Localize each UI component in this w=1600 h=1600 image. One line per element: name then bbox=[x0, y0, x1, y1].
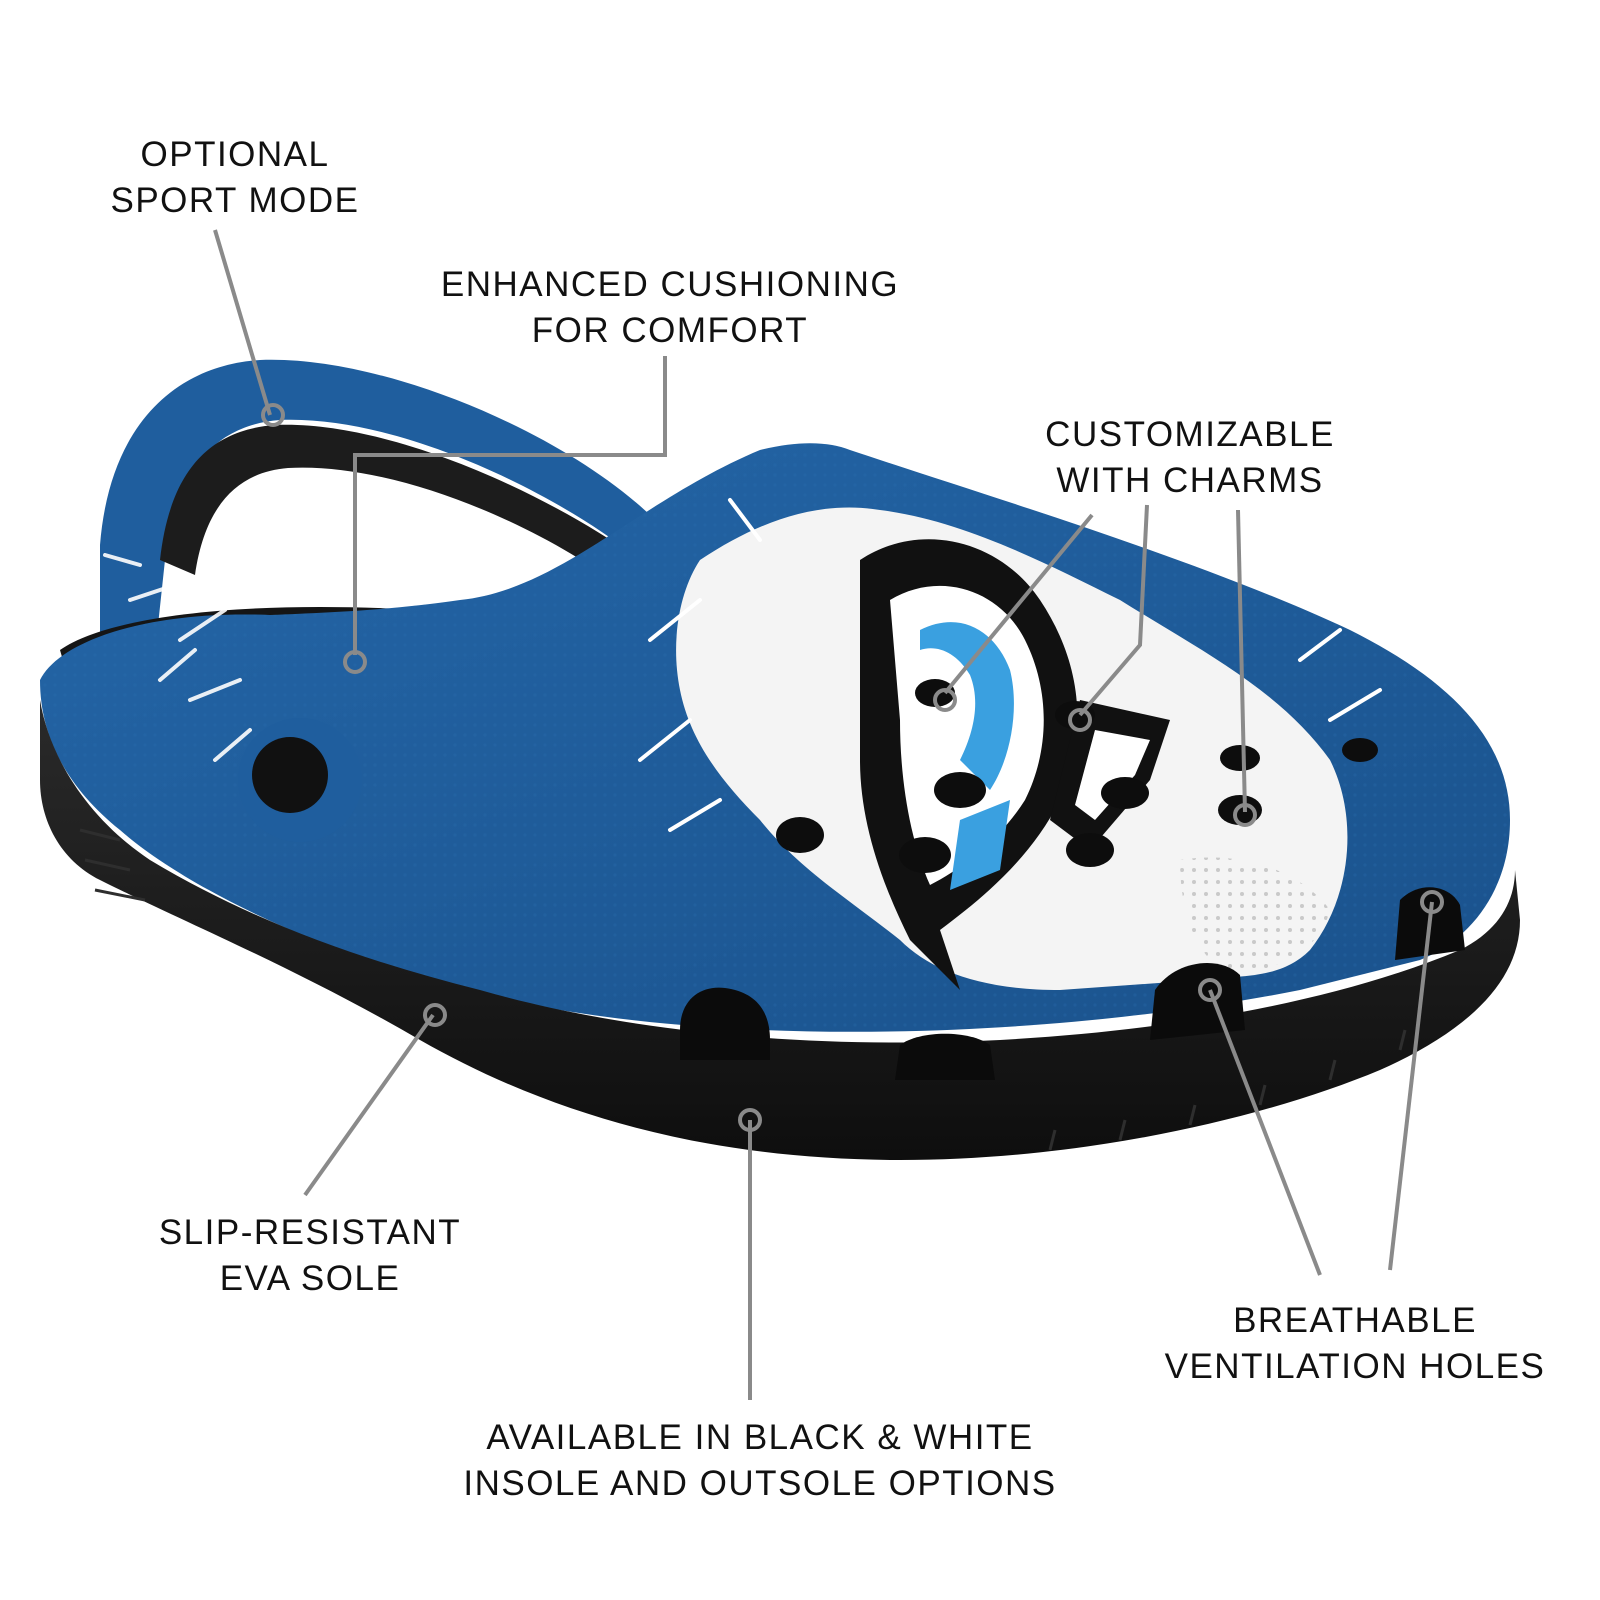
callout-sole: SLIP-RESISTANT EVA SOLE bbox=[140, 1210, 480, 1302]
heel-strap bbox=[100, 359, 650, 700]
dot-charms-3 bbox=[1233, 803, 1257, 827]
callout-cushioning-line1: ENHANCED CUSHIONING bbox=[440, 265, 900, 304]
dot-ventilation-2 bbox=[1420, 890, 1444, 914]
dot-ventilation-1 bbox=[1198, 978, 1222, 1002]
callout-cushioning-line2: FOR COMFORT bbox=[531, 311, 809, 350]
leader-sole bbox=[303, 1013, 435, 1197]
callout-sport-mode-line2: SPORT MODE bbox=[110, 181, 360, 220]
leader-charms-3 bbox=[1236, 509, 1247, 813]
ventilation-holes-top bbox=[776, 679, 1378, 873]
eva-sole bbox=[40, 700, 1520, 1160]
dot-sole bbox=[423, 1003, 447, 1027]
callout-color-options-line1: AVAILABLE IN BLACK & WHITE bbox=[486, 1418, 1034, 1457]
callout-ventilation-line2: VENTILATION HOLES bbox=[1164, 1347, 1546, 1386]
leader-ventilation-2 bbox=[1388, 901, 1434, 1271]
callout-ventilation: BREATHABLE VENTILATION HOLES bbox=[1135, 1298, 1575, 1390]
strap-rivet bbox=[238, 718, 362, 842]
callout-sport-mode: OPTIONAL SPORT MODE bbox=[90, 132, 380, 224]
team-logo-graphic bbox=[860, 539, 1170, 990]
ventilation-holes-side bbox=[680, 887, 1465, 1080]
callout-cushioning: ENHANCED CUSHIONING FOR COMFORT bbox=[410, 262, 930, 354]
callout-color-options: AVAILABLE IN BLACK & WHITE INSOLE AND OU… bbox=[420, 1415, 1100, 1507]
callout-charms: CUSTOMIZABLE WITH CHARMS bbox=[1020, 412, 1360, 504]
callout-charms-line1: CUSTOMIZABLE bbox=[1045, 415, 1335, 454]
leader-lines bbox=[213, 229, 1434, 1400]
leader-sport-mode bbox=[213, 229, 272, 416]
leader-cushioning bbox=[353, 356, 667, 655]
dot-charms-1 bbox=[933, 688, 957, 712]
dot-charms-2 bbox=[1068, 708, 1092, 732]
callout-sole-line2: EVA SOLE bbox=[219, 1259, 401, 1298]
leader-charms-2 bbox=[1078, 504, 1149, 717]
dot-color-options bbox=[738, 1108, 762, 1132]
callout-sport-mode-line1: OPTIONAL bbox=[140, 135, 330, 174]
leader-charms-1 bbox=[943, 513, 1094, 695]
leader-ventilation-1 bbox=[1208, 989, 1322, 1276]
dot-sport-mode bbox=[261, 403, 285, 427]
leader-dots bbox=[261, 403, 1444, 1132]
dot-cushioning bbox=[343, 650, 367, 674]
callout-charms-line2: WITH CHARMS bbox=[1056, 461, 1324, 500]
callout-sole-line1: SLIP-RESISTANT bbox=[158, 1213, 462, 1252]
callout-color-options-line2: INSOLE AND OUTSOLE OPTIONS bbox=[463, 1464, 1057, 1503]
callout-ventilation-line1: BREATHABLE bbox=[1233, 1301, 1477, 1340]
